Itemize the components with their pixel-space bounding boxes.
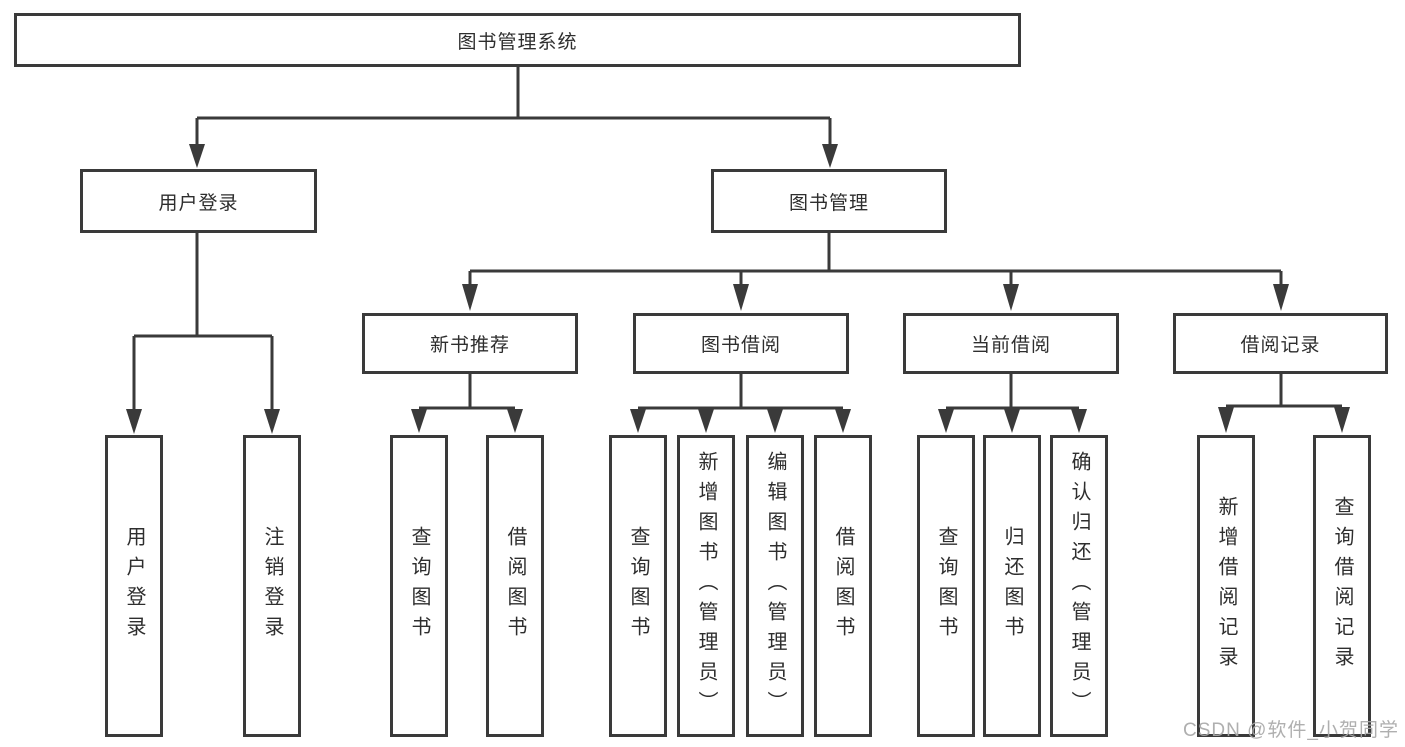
leaf-query-books-3-label: 查询图书 <box>935 526 957 646</box>
leaf-add-books-admin: 新增图书（管理员） <box>677 435 735 737</box>
leaf-query-books-3: 查询图书 <box>917 435 975 737</box>
leaf-add-borrow-record: 新增借阅记录 <box>1197 435 1255 737</box>
leaf-logout-label: 注销登录 <box>261 526 283 646</box>
leaf-query-books-2-label: 查询图书 <box>627 526 649 646</box>
node-book-borrow: 图书借阅 <box>633 313 849 374</box>
connector-user-login-to-leaves <box>132 233 274 412</box>
leaf-logout: 注销登录 <box>243 435 301 737</box>
node-user-login-label: 用户登录 <box>158 192 239 214</box>
leaf-query-books-1-label: 查询图书 <box>408 526 430 646</box>
leaf-query-borrow-record: 查询借阅记录 <box>1313 435 1371 737</box>
node-borrow-record-label: 借阅记录 <box>1240 335 1321 356</box>
leaf-borrow-books-2-label: 借阅图书 <box>832 526 854 646</box>
node-book-management-label: 图书管理 <box>788 192 869 214</box>
node-book-management: 图书管理 <box>711 169 947 233</box>
leaf-confirm-return-admin-label: 确认归还（管理员） <box>1068 451 1090 721</box>
connector-borrow-record-to-leaves <box>1226 374 1342 408</box>
leaf-user-login-label: 用户登录 <box>123 526 145 646</box>
leaf-borrow-books-1: 借阅图书 <box>486 435 544 737</box>
node-new-book-recommend: 新书推荐 <box>362 313 578 374</box>
leaf-edit-books-admin-label: 编辑图书（管理员） <box>764 451 786 721</box>
connector-root-to-level2 <box>195 67 832 146</box>
leaf-edit-books-admin: 编辑图书（管理员） <box>746 435 804 737</box>
leaf-user-login: 用户登录 <box>105 435 163 737</box>
leaf-borrow-books-1-label: 借阅图书 <box>504 526 526 646</box>
connector-book-borrow-to-leaves <box>638 374 843 410</box>
node-book-borrow-label: 图书借阅 <box>700 335 781 356</box>
connector-current-borrow-to-leaves <box>946 374 1079 410</box>
leaf-query-books-2: 查询图书 <box>609 435 667 737</box>
arrowheads <box>126 144 1350 434</box>
leaf-return-books: 归还图书 <box>983 435 1041 737</box>
leaf-confirm-return-admin: 确认归还（管理员） <box>1050 435 1108 737</box>
node-root-system: 图书管理系统 <box>14 13 1021 67</box>
leaf-borrow-books-2: 借阅图书 <box>814 435 872 737</box>
csdn-watermark: CSDN @软件_小贺同学 <box>1183 720 1399 741</box>
node-borrow-record: 借阅记录 <box>1173 313 1388 374</box>
node-root-system-label: 图书管理系统 <box>457 31 578 53</box>
connector-new-book-to-leaves <box>419 374 515 410</box>
leaf-add-books-admin-label: 新增图书（管理员） <box>695 451 717 721</box>
connector-book-mgmt-to-level3 <box>468 232 1283 286</box>
node-current-borrow-label: 当前借阅 <box>970 335 1051 356</box>
node-user-login: 用户登录 <box>80 169 317 233</box>
leaf-return-books-label: 归还图书 <box>1001 526 1023 646</box>
leaf-query-books-1: 查询图书 <box>390 435 448 737</box>
leaf-query-borrow-record-label: 查询借阅记录 <box>1331 496 1353 676</box>
leaf-add-borrow-record-label: 新增借阅记录 <box>1215 496 1237 676</box>
node-current-borrow: 当前借阅 <box>903 313 1119 374</box>
node-new-book-recommend-label: 新书推荐 <box>429 335 510 356</box>
